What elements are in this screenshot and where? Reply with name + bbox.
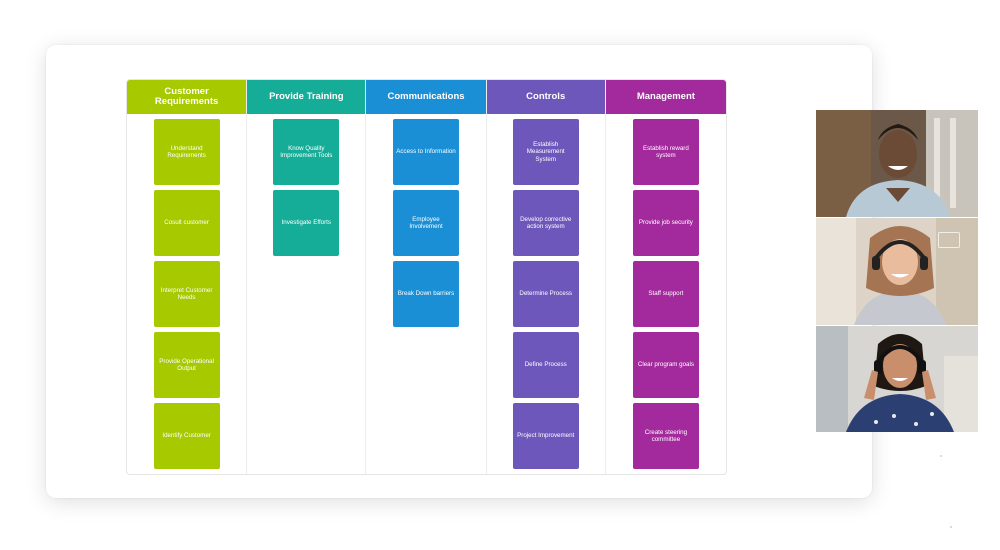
participant-tile-3[interactable] (816, 326, 978, 432)
video-call-panel (816, 110, 978, 432)
column-cards: Know Quality Improvement Tools Investiga… (247, 114, 365, 261)
note-text: Break Down barriers (397, 290, 455, 298)
sticky-note[interactable]: Project Improvement (512, 403, 579, 469)
note-text: Define Process (524, 361, 567, 369)
sticky-note[interactable]: Interpret Customer Needs (153, 261, 220, 327)
note-text: Provide job security (638, 219, 693, 227)
column-header[interactable]: Provide Training (247, 80, 366, 114)
sticky-note[interactable]: Develop corrective action system (512, 190, 579, 256)
decoration-dot (940, 455, 942, 457)
note-text: Establish reward system (643, 144, 689, 159)
note-text: Project Improvement (517, 432, 575, 440)
sticky-note[interactable]: Cosult customer (153, 190, 220, 256)
note-text: Develop corrective action system (520, 215, 572, 230)
column-communications: Communications Access to Information Emp… (366, 80, 487, 474)
column-header[interactable]: Controls (486, 80, 605, 114)
column-title: Customer Requirements (154, 86, 219, 107)
participant-tile-2[interactable] (816, 218, 978, 325)
sticky-note[interactable]: Know Quality Improvement Tools (273, 119, 340, 185)
column-title: Management (636, 91, 695, 102)
note-text: Staff support (648, 290, 684, 298)
column-title: Provide Training (269, 91, 344, 102)
column-header[interactable]: Communications (366, 80, 486, 114)
sticky-note[interactable]: Provide Operational Output (153, 332, 220, 398)
sticky-note[interactable]: Create steering committee (632, 403, 699, 469)
column-cards: Understand Requirements Cosult customer … (127, 114, 246, 474)
note-text: Establish Measurement System (526, 140, 565, 163)
sticky-note[interactable]: Provide job security (632, 190, 699, 256)
sticky-note[interactable]: Identify Customer (153, 403, 220, 469)
participant-video (816, 326, 978, 432)
note-text: Provide Operational Output (159, 357, 214, 372)
camera-icon (938, 232, 960, 248)
participant-video (816, 218, 978, 325)
note-text: Understand Requirements (167, 144, 206, 159)
sticky-note[interactable]: Investigate Efforts (273, 190, 340, 256)
column-cards: Establish reward system Provide job secu… (606, 114, 726, 474)
note-text: Investigate Efforts (281, 219, 331, 227)
sticky-note[interactable]: Understand Requirements (153, 119, 220, 185)
column-provide-training: Provide Training Know Quality Improvemen… (247, 80, 367, 474)
column-title: Controls (526, 91, 566, 102)
column-customer-requirements: Customer Requirements Understand Require… (127, 80, 248, 474)
column-header[interactable]: Management (605, 80, 726, 114)
note-text: Employee Involvement (409, 215, 443, 230)
sticky-note[interactable]: Determine Process (512, 261, 579, 327)
sticky-note[interactable]: Establish Measurement System (512, 119, 579, 185)
note-text: Cosult customer (164, 219, 209, 227)
column-cards: Establish Measurement System Develop cor… (487, 114, 605, 474)
sticky-note[interactable]: Staff support (632, 261, 699, 327)
column-header[interactable]: Customer Requirements (127, 80, 247, 114)
column-title: Communications (387, 91, 465, 102)
sticky-note[interactable]: Define Process (512, 332, 579, 398)
note-text: Access to Information (396, 148, 456, 156)
note-text: Interpret Customer Needs (160, 286, 213, 301)
column-management: Management Establish reward system Provi… (605, 80, 726, 474)
sticky-note[interactable]: Access to Information (393, 119, 459, 185)
note-text: Create steering committee (644, 428, 688, 443)
column-controls: Controls Establish Measurement System De… (486, 80, 606, 474)
note-text: Clear program goals (637, 361, 694, 369)
sticky-note[interactable]: Employee Involvement (393, 190, 459, 256)
sticky-note[interactable]: Clear program goals (632, 332, 699, 398)
kanban-board: Customer Requirements Understand Require… (126, 79, 727, 475)
note-text: Know Quality Improvement Tools (280, 144, 333, 159)
participant-video (816, 110, 978, 217)
participant-tile-1[interactable] (816, 110, 978, 217)
decoration-dot (950, 526, 952, 528)
note-text: Determine Process (519, 290, 573, 298)
note-text: Identify Customer (162, 432, 211, 440)
sticky-note[interactable]: Establish reward system (632, 119, 699, 185)
sticky-note[interactable]: Break Down barriers (393, 261, 459, 327)
column-cards: Access to Information Employee Involveme… (366, 114, 485, 332)
